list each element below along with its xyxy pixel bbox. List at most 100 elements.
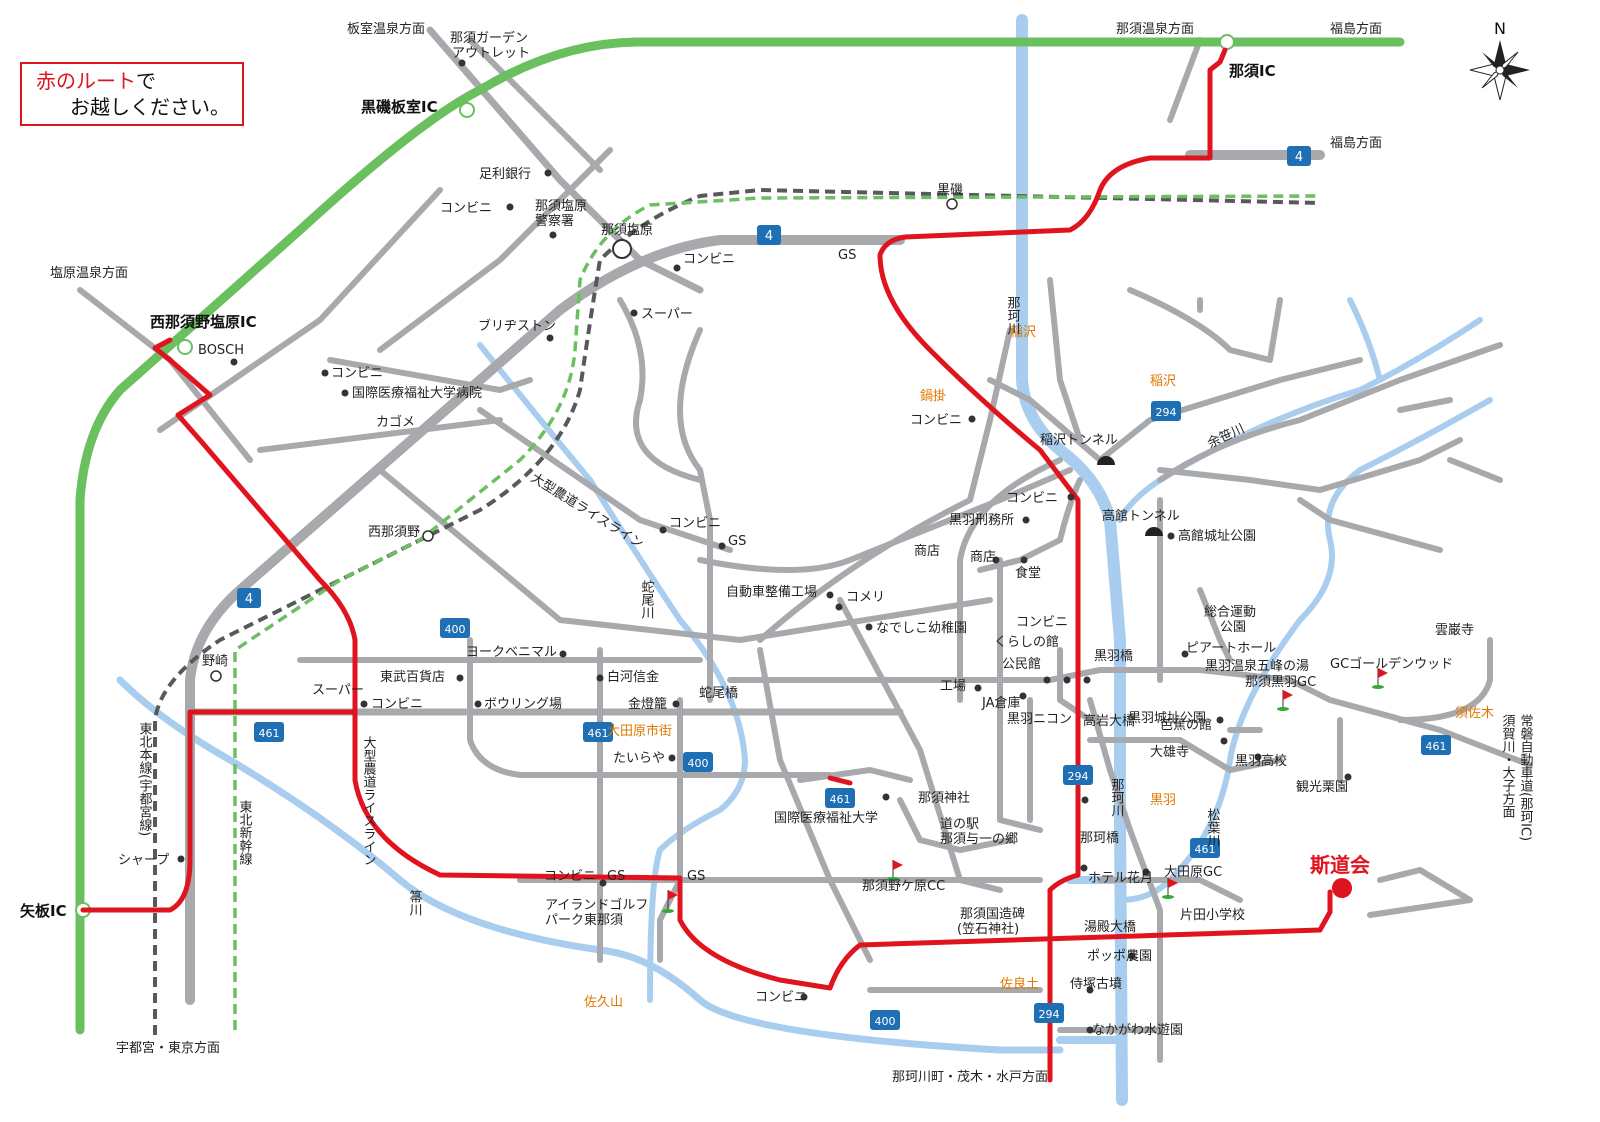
nozaki-station: 野崎 bbox=[202, 654, 228, 669]
dir-shiobara: 塩原温泉方面 bbox=[50, 265, 128, 281]
oyama-line-label-2: 大型農道ライスライン bbox=[361, 736, 377, 866]
dir-joban: 常磐自動車道(那珂IC) bbox=[1518, 714, 1534, 841]
otawara-gc: 大田原GC bbox=[1164, 865, 1222, 880]
tunnels bbox=[1097, 456, 1163, 536]
komeri: コメリ bbox=[846, 590, 885, 605]
golf-icon bbox=[1277, 690, 1293, 711]
sakuyama: 佐久山 bbox=[584, 995, 623, 1010]
kurobane-area: 黒羽 bbox=[1150, 793, 1176, 808]
kurobane-nikon: 黒羽ニコン bbox=[1007, 712, 1072, 727]
nabekake: 鍋掛 bbox=[920, 388, 946, 404]
compass-north: N bbox=[1494, 19, 1506, 38]
tohoku-shinkansen bbox=[233, 194, 1321, 1030]
hotel-kagetsu: ホテル花月 bbox=[1088, 870, 1153, 886]
hoki-river-label: 箒川 bbox=[407, 890, 423, 916]
nakagawa-suido: なかがわ水遊園 bbox=[1092, 1023, 1183, 1038]
gs-1: GS bbox=[838, 248, 856, 263]
nishinasuno-ic-label: 西那須野塩原IC bbox=[150, 313, 257, 331]
dir-utsunomiya: 宇都宮・東京方面 bbox=[116, 1040, 220, 1056]
notice-highlight: 赤のルート bbox=[36, 69, 136, 93]
police-1: 那須塩原 bbox=[535, 199, 587, 214]
svg-text:461: 461 bbox=[588, 727, 609, 740]
police-2: 警察署 bbox=[535, 213, 574, 229]
nishinasuno-station: 西那須野 bbox=[368, 525, 420, 540]
golf-icon bbox=[887, 860, 903, 881]
kurobane-prison: 黒羽刑務所 bbox=[949, 513, 1014, 528]
labels: 板室温泉方面 那須ガーデン アウトレット 那須温泉方面 福島方面 那須IC 黒磯… bbox=[20, 21, 1533, 1085]
samuraizuka: 侍塚古墳 bbox=[1070, 977, 1122, 992]
yaita-ic-label: 矢板IC bbox=[20, 902, 67, 920]
konbini-2: コンビニ bbox=[683, 252, 735, 267]
naka-river-label-2: 那珂川 bbox=[1109, 778, 1125, 817]
sarado: 佐良土 bbox=[1000, 976, 1039, 992]
tunnel-icon bbox=[1097, 456, 1115, 465]
nasushiobara-station-icon bbox=[612, 239, 632, 259]
route-notice: 赤のルートで お越しください。 bbox=[20, 62, 244, 126]
nozaki-station-icon bbox=[210, 670, 222, 682]
svg-text:4: 4 bbox=[1295, 150, 1303, 165]
kuroiso-station: 黒磯 bbox=[937, 183, 963, 198]
gs-2: GS bbox=[728, 534, 746, 549]
shield-r294-c: 294 bbox=[1034, 1003, 1064, 1023]
konbini-1: コンビニ bbox=[440, 201, 492, 216]
nasu-shrine: 那須神社 bbox=[918, 790, 970, 806]
dir-fukushima-top: 福島方面 bbox=[1330, 21, 1382, 37]
svg-text:400: 400 bbox=[688, 757, 709, 770]
notice-after: で bbox=[136, 69, 156, 93]
kintoro: 金燈籠 bbox=[628, 696, 667, 712]
golf-icons bbox=[662, 668, 1388, 913]
shield-r4-c: 4 bbox=[237, 588, 261, 608]
jabi-bridge: 蛇尾橋 bbox=[699, 686, 738, 701]
inazawa-tunnel: 稲沢トンネル bbox=[1040, 433, 1118, 448]
michinoeki-1: 道の駅 bbox=[940, 817, 979, 832]
island-golf-1: アイランドゴルフ bbox=[545, 897, 648, 913]
kurobane-hs: 黒羽高校 bbox=[1235, 753, 1287, 769]
sogo-park-1: 総合運動 bbox=[1204, 605, 1256, 620]
supermarket-2: スーパー bbox=[312, 683, 364, 698]
yudono-bridge: 湯殿大橋 bbox=[1084, 920, 1136, 935]
basho: 芭蕉の館 bbox=[1160, 718, 1212, 733]
nasunogahara-cc: 那須野ケ原CC bbox=[862, 879, 945, 894]
bowling: ボウリング場 bbox=[484, 697, 562, 712]
svg-text:461: 461 bbox=[259, 727, 280, 740]
route-4-main bbox=[185, 235, 905, 1005]
svg-text:400: 400 bbox=[445, 623, 466, 636]
taiyaya: たいらや bbox=[613, 751, 665, 766]
konbini-10: コンビニ bbox=[755, 990, 807, 1005]
shokudo: 食堂 bbox=[1015, 565, 1041, 581]
jidosha: 自動車整備工場 bbox=[726, 584, 817, 600]
nasu-kokuzo-2: (笠石神社) bbox=[957, 921, 1019, 937]
notice-line2: お越しください。 bbox=[70, 95, 230, 119]
york-benimaru: ヨークベニマル bbox=[466, 645, 557, 660]
shield-r294-b: 294 bbox=[1063, 765, 1093, 785]
kuroiso-ic-label: 黒磯板室IC bbox=[361, 98, 438, 116]
tohoku-shinkansen-label: 東北新幹線 bbox=[237, 799, 253, 865]
iuhw: 国際医療福祉大学 bbox=[774, 810, 878, 826]
sogo-park-2: 公園 bbox=[1220, 620, 1246, 635]
nakagawa-bridge: 那珂橋 bbox=[1080, 831, 1119, 846]
ashikaga-bank: 足利銀行 bbox=[479, 167, 531, 182]
konbini-6: コンビニ bbox=[669, 516, 721, 531]
gc-goldenwood: GCゴールデンウッド bbox=[1330, 656, 1453, 672]
nasu-garden-1: 那須ガーデン bbox=[450, 30, 528, 46]
tohoku-main-line bbox=[153, 187, 1321, 1035]
bridgestone: ブリヂストン bbox=[478, 318, 556, 334]
tunnel-icon bbox=[1145, 527, 1163, 536]
roads bbox=[77, 26, 1533, 1063]
island-golf-2: パーク東那須 bbox=[545, 912, 623, 928]
iuhw-hospital: 国際医療福祉大学病院 bbox=[352, 385, 482, 401]
dir-nakagawa-mito: 那珂川町・茂木・水戸方面 bbox=[892, 1069, 1048, 1085]
station-markers bbox=[210, 198, 958, 682]
unganji: 雲巌寺 bbox=[1435, 623, 1474, 638]
shield-r461-d: 461 bbox=[1190, 838, 1220, 858]
shield-r400-a: 400 bbox=[440, 618, 470, 638]
jabi-river-label: 蛇尾川 bbox=[639, 580, 655, 619]
nasu-ic-marker bbox=[1219, 34, 1235, 50]
inazawa-label2: 稲沢 bbox=[1150, 374, 1176, 389]
kagome: カゴメ bbox=[376, 414, 415, 430]
golf-icon bbox=[1162, 878, 1178, 899]
michinoeki-2: 那須与一の郷 bbox=[940, 832, 1018, 847]
shirakawa-shinkin: 白河信金 bbox=[607, 669, 659, 685]
svg-text:4: 4 bbox=[245, 592, 253, 607]
